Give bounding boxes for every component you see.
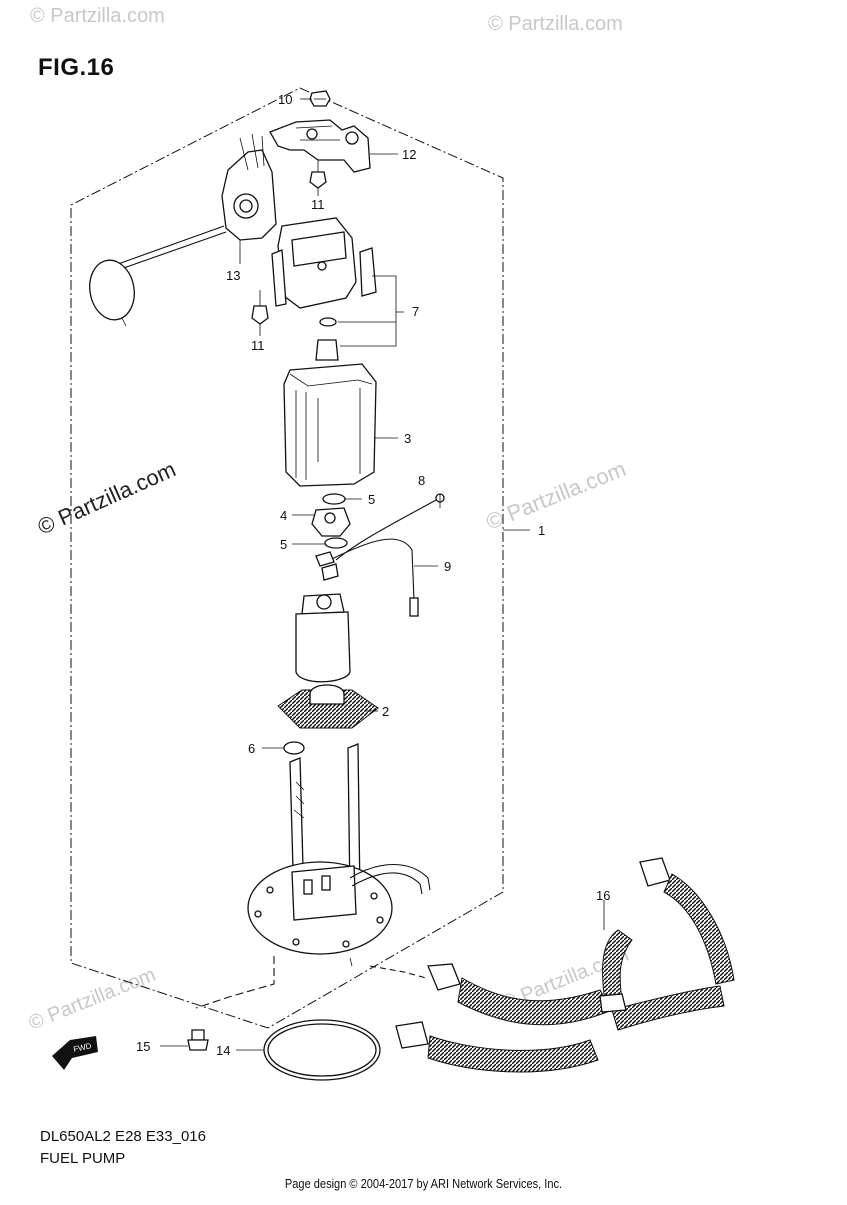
part-3-filter-housing [283,339,377,487]
part-10-clip [309,90,331,107]
part-6-o-ring [283,741,305,755]
callout-12: 12 [402,147,416,162]
pump-bracket-and-base [247,743,431,967]
watermark-bottom-left: © Partzilla.com [26,964,159,1035]
fwd-direction-badge: FWD [52,1036,98,1070]
figure-name: FUEL PUMP [40,1150,126,1167]
watermark-main: © Partzilla.com [34,456,180,539]
watermark-top-left: © Partzilla.com [30,5,165,27]
callout-3: 3 [404,431,411,446]
callout-4: 4 [280,508,287,523]
callout-11-lower: 11 [251,338,265,353]
assembly-outline [70,87,504,1029]
part-2-fuel-filter [277,684,379,729]
part-8-9-lead-wires [315,493,445,617]
part-5-o-ring-upper [322,493,346,505]
watermark-top-right: © Partzilla.com [488,13,623,35]
part-13-fuel-level-gauge [89,133,277,327]
figure-title: FIG.16 [38,54,115,81]
part-11-screw-upper [309,160,327,189]
part-12-bracket [269,119,371,173]
callout-5-upper: 5 [368,492,375,507]
part-11-screw-lower [251,290,269,325]
screw-link-line [195,956,275,1009]
callout-7: 7 [412,304,419,319]
footer-copyright: Page design © 2004-2017 by ARI Network S… [284,1176,563,1191]
fuel-pump-motor [295,593,351,683]
callout-16: 16 [596,888,610,903]
callout-2: 2 [382,704,389,719]
leader-lines [160,98,605,1051]
part-14-gasket-inner [267,1023,377,1077]
part-15-bolt [187,1029,209,1051]
part-5-o-ring-lower [324,537,348,549]
callout-11-upper: 11 [311,197,325,212]
hose-link-line [369,965,427,979]
callout-14: 14 [216,1043,230,1058]
callout-13: 13 [226,268,240,283]
model-code: DL650AL2 E28 E33_016 [40,1128,206,1145]
callout-labels: 10 12 11 13 7 11 3 8 5 4 1 5 9 2 6 16 14… [136,92,610,1058]
callout-8: 8 [418,473,425,488]
part-16-fuel-hose-assembly [395,857,735,1073]
callout-15: 15 [136,1039,150,1054]
callout-10: 10 [278,92,292,107]
fwd-label: FWD [73,1041,93,1054]
callout-9: 9 [444,559,451,574]
part-7-cover [271,217,377,309]
callout-6: 6 [248,741,255,756]
part-4-regulator [311,507,351,537]
callout-5-lower: 5 [280,537,287,552]
callout-1: 1 [538,523,545,538]
o-ring-upper [319,317,337,327]
watermark-mid-right: © Partzilla.com [483,456,630,535]
